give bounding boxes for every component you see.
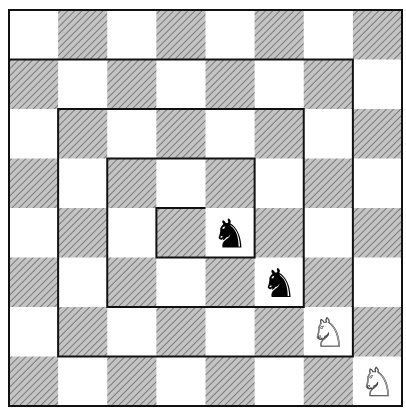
board-square[interactable]: [206, 357, 256, 407]
board-square[interactable]: [255, 357, 305, 407]
board-square[interactable]: [353, 307, 403, 357]
board-square[interactable]: [9, 10, 59, 60]
board-square[interactable]: [9, 357, 59, 407]
board-square[interactable]: [107, 60, 157, 110]
board-square[interactable]: [9, 307, 59, 357]
board-square[interactable]: [255, 307, 305, 357]
board-square[interactable]: [304, 109, 354, 159]
board-square[interactable]: [304, 159, 354, 209]
board-square[interactable]: [255, 109, 305, 159]
board-square[interactable]: [156, 307, 206, 357]
board-square[interactable]: [107, 208, 157, 258]
board-square[interactable]: [304, 10, 354, 60]
board-square[interactable]: [156, 60, 206, 110]
board-square[interactable]: [206, 159, 256, 209]
board-square[interactable]: [304, 60, 354, 110]
board-square[interactable]: [9, 208, 59, 258]
board-square[interactable]: [255, 60, 305, 110]
board-square[interactable]: [58, 10, 108, 60]
board-square[interactable]: [304, 357, 354, 407]
board-square[interactable]: [255, 159, 305, 209]
board-square[interactable]: [58, 307, 108, 357]
black-knight-2-icon[interactable]: ♞: [261, 261, 297, 307]
board-square[interactable]: [255, 208, 305, 258]
board-square[interactable]: [58, 60, 108, 110]
board-square[interactable]: [353, 60, 403, 110]
board-square[interactable]: [206, 60, 256, 110]
board-square[interactable]: [206, 307, 256, 357]
board-square[interactable]: [353, 109, 403, 159]
board-square[interactable]: [156, 10, 206, 60]
board-square[interactable]: [9, 60, 59, 110]
white-knight-1-icon[interactable]: ♘: [310, 311, 346, 357]
board-square[interactable]: [156, 159, 206, 209]
board-square[interactable]: [156, 258, 206, 308]
board-square[interactable]: [353, 10, 403, 60]
board-square[interactable]: [107, 109, 157, 159]
board-square[interactable]: [353, 159, 403, 209]
board-square[interactable]: [353, 208, 403, 258]
board-square[interactable]: [58, 357, 108, 407]
board-square[interactable]: [107, 307, 157, 357]
board-square[interactable]: [206, 109, 256, 159]
board-square[interactable]: [58, 159, 108, 209]
board-square[interactable]: [9, 258, 59, 308]
board-square[interactable]: [255, 10, 305, 60]
board-square[interactable]: [107, 258, 157, 308]
board-square[interactable]: [304, 208, 354, 258]
board-square[interactable]: [9, 109, 59, 159]
board-square[interactable]: [206, 258, 256, 308]
board-square[interactable]: [304, 258, 354, 308]
board-square[interactable]: [58, 258, 108, 308]
board-square[interactable]: [107, 357, 157, 407]
board-square[interactable]: [353, 258, 403, 308]
board-square[interactable]: [9, 159, 59, 209]
board-square[interactable]: [156, 357, 206, 407]
board-square[interactable]: [156, 109, 206, 159]
board-square[interactable]: [58, 109, 108, 159]
board-square[interactable]: [156, 208, 206, 258]
board-square[interactable]: [58, 208, 108, 258]
black-knight-1-icon[interactable]: ♞: [212, 212, 248, 258]
board-square[interactable]: [107, 159, 157, 209]
board-square[interactable]: [206, 10, 256, 60]
board-square[interactable]: [107, 10, 157, 60]
white-knight-2-icon[interactable]: ♘: [360, 360, 396, 406]
